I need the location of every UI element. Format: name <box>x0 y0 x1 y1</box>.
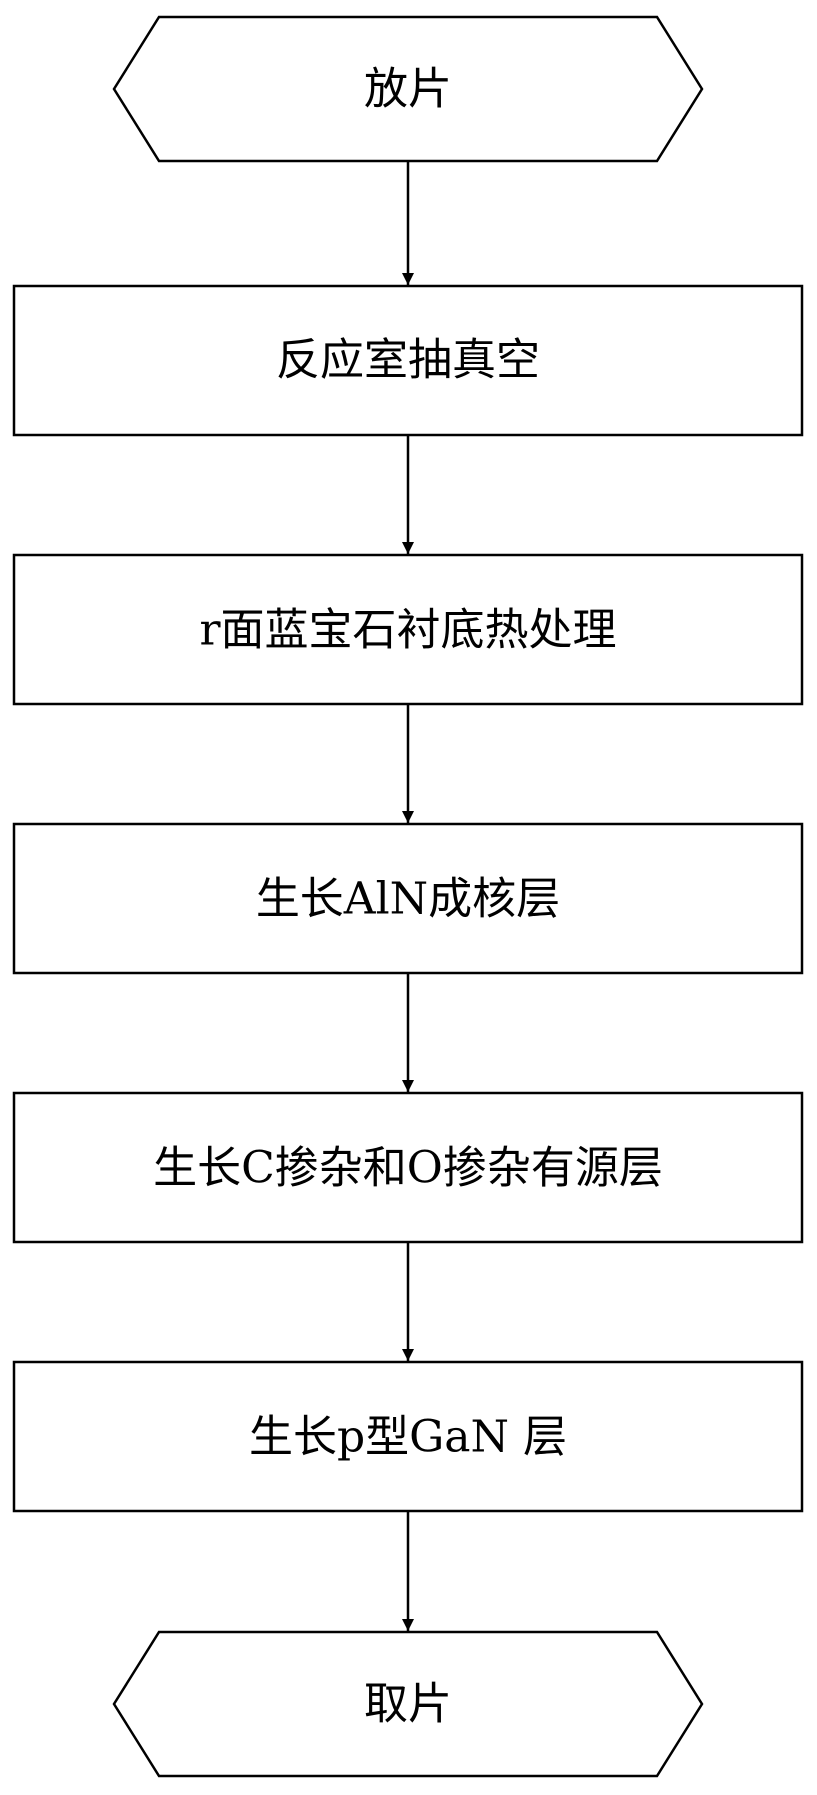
process-step-substrate-heat-label: r面蓝宝石衬底热处理 <box>199 605 616 656</box>
process-step-p-gan-label: 生长p型GaN 层 <box>249 1412 567 1463</box>
process-step-active-layer-label: 生长C掺杂和O掺杂有源层 <box>153 1143 663 1194</box>
process-step-vacuum-label: 反应室抽真空 <box>276 335 540 386</box>
process-step-aln-nucleation-label: 生长AlN成核层 <box>256 874 560 925</box>
end-label: 取片 <box>364 1679 452 1730</box>
process-step-substrate-heat <box>12 553 804 706</box>
process-step-vacuum <box>12 284 804 437</box>
process-step-p-gan <box>12 1360 804 1513</box>
process-step-aln-nucleation <box>12 822 804 975</box>
end-terminator <box>112 1630 704 1778</box>
start-label: 放片 <box>364 64 452 115</box>
process-step-active-layer <box>12 1091 804 1244</box>
start-terminator <box>112 15 704 163</box>
